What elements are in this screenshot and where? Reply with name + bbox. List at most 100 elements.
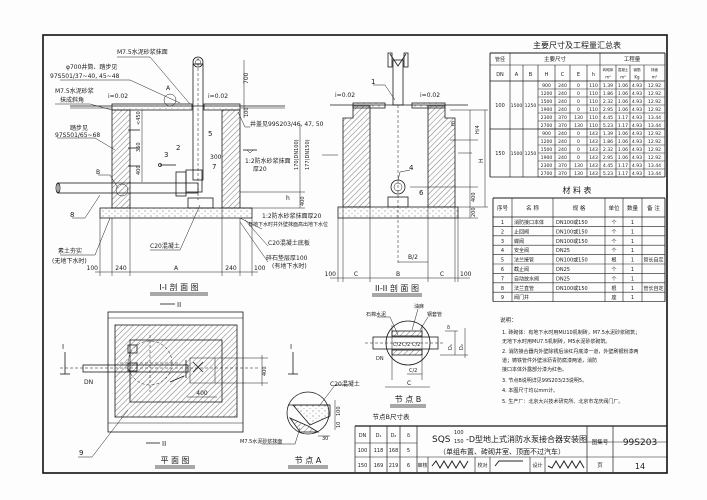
section-1-1: M7.5水泥砂浆抹面 φ700井筒、踏步见 97S501/37~40, 45~4… bbox=[50, 48, 328, 309]
table-cell: 1200 bbox=[541, 139, 553, 145]
dim-c-left: C bbox=[354, 271, 358, 278]
notes: 说明：1. 砖砌体：有地下水时用MU10机制砖，M7.5水泥砂浆砌筑； 无地下水… bbox=[500, 316, 640, 405]
table-cell: 0 bbox=[577, 131, 580, 137]
main-table-title: 主要尺寸及工程量汇总表 bbox=[533, 40, 621, 50]
table-cell: 1.86 bbox=[603, 91, 613, 97]
table-cell: 1.86 bbox=[603, 139, 613, 145]
label-oakum: 油麻 bbox=[414, 303, 424, 310]
table-cell: 1.39 bbox=[603, 131, 613, 137]
node-b-cell: 6 bbox=[407, 463, 410, 469]
dim-100-right: 100 bbox=[254, 265, 266, 272]
qty-column-unit: m³ bbox=[620, 75, 626, 80]
label-slope-right: i=0.02 bbox=[208, 93, 228, 100]
dim-h-quarter: H/4 bbox=[475, 125, 481, 134]
table-cell: 1.39 bbox=[603, 83, 613, 89]
material-cell: 个 bbox=[611, 239, 616, 245]
table-cell: 4.93 bbox=[632, 99, 642, 105]
label-delta: δ bbox=[447, 325, 450, 331]
signature bbox=[494, 460, 523, 467]
check-label: 校对 bbox=[477, 462, 487, 469]
table-cell: 2700 bbox=[541, 171, 553, 177]
material-cell: 9 bbox=[501, 295, 504, 301]
label-steel-sleeve: 钢套管 bbox=[427, 311, 442, 318]
node-b-header: D₁ bbox=[376, 433, 382, 439]
cut-mark-i-left: I bbox=[62, 343, 64, 351]
label-asbestos-cement: 石棉水泥 bbox=[366, 311, 386, 318]
signature bbox=[431, 459, 469, 470]
table-cell: 12.92 bbox=[648, 147, 661, 153]
table-cell: 1500 bbox=[541, 99, 553, 105]
table-cell: 4.93 bbox=[632, 147, 642, 153]
label-slope-left-2: i=0.02 bbox=[335, 92, 355, 99]
material-cell: 1 bbox=[631, 276, 634, 282]
material-cell: 1 bbox=[631, 258, 634, 264]
label-item-5: 5 bbox=[208, 130, 212, 138]
table-cell: 110 bbox=[589, 91, 598, 97]
table-cell: 370 bbox=[558, 171, 567, 177]
table-cell: 4.93 bbox=[632, 131, 642, 137]
table-cell: 2.32 bbox=[603, 147, 613, 153]
qty-column-unit: Kg bbox=[634, 75, 640, 80]
label-steps-ref: 97S501/65~68 bbox=[55, 132, 100, 139]
material-cell: 个 bbox=[611, 276, 616, 282]
table-cell: 143 bbox=[589, 131, 598, 137]
table-cell: 0 bbox=[577, 155, 580, 161]
node-b-cell: 219 bbox=[389, 463, 399, 469]
table-cell: 143 bbox=[589, 171, 598, 177]
title-model-sup: 100 bbox=[454, 430, 464, 436]
note-line: 4. 本图尺寸均以mm计。 bbox=[502, 387, 558, 394]
dim-360: 360 bbox=[136, 142, 142, 152]
material-cell: 4 bbox=[501, 248, 504, 254]
note-line: 道；铸铁管件外壁涂沥青防腐漆两道，消防 bbox=[502, 357, 597, 364]
table-cell: 13.44 bbox=[648, 171, 661, 177]
dim-400-vertical: 400 bbox=[262, 366, 268, 376]
label-steps: 踏步见 bbox=[70, 124, 88, 132]
table-cell: 12.92 bbox=[648, 131, 661, 137]
node-b-cell: 150 bbox=[358, 463, 368, 469]
table-cell: 4.45 bbox=[603, 163, 613, 169]
table-cell: 143 bbox=[589, 155, 598, 161]
table-cell: 1.17 bbox=[618, 115, 628, 121]
label-waterproof-thk: 厚20 bbox=[253, 166, 267, 173]
material-cell-name: 安全阀 bbox=[514, 247, 529, 254]
node-b-cell: 168 bbox=[389, 448, 399, 454]
table-cell: 13.44 bbox=[648, 123, 661, 129]
table-cell: 12.92 bbox=[648, 107, 661, 113]
table-cell: 130 bbox=[574, 123, 583, 129]
dim-170: 170(DN100) bbox=[294, 139, 300, 170]
cell-b: 1250 bbox=[525, 103, 537, 109]
label-node-b-ref: B bbox=[96, 169, 100, 176]
table-cell: 2300 bbox=[541, 115, 553, 121]
table-cell: 2.95 bbox=[603, 155, 613, 161]
table-cell: 1900 bbox=[541, 155, 553, 161]
label-slope-left: i=0.02 bbox=[108, 93, 128, 100]
section-2-2: 1 i=0.02 i=0.02 H/4 E H 4 6 400 200 B/2 … bbox=[322, 52, 488, 297]
table-cell: 110 bbox=[589, 99, 598, 105]
concrete-support bbox=[187, 197, 214, 209]
table-cell: 4.45 bbox=[603, 115, 613, 121]
dim-h: h bbox=[286, 195, 290, 202]
label-node-b-dn: DN bbox=[376, 356, 384, 362]
check-valve bbox=[185, 169, 203, 193]
column-header-A: A bbox=[515, 72, 519, 78]
header-qty-group: 工程量 bbox=[624, 55, 641, 63]
dim-400-2: 400 bbox=[471, 192, 477, 202]
material-cell: 2 bbox=[501, 229, 504, 235]
table-cell: 110 bbox=[589, 115, 598, 121]
table-cell: 2300 bbox=[541, 163, 553, 169]
label-d1: D₁ bbox=[448, 344, 454, 350]
label-c-dim: C bbox=[407, 380, 411, 387]
table-cell: 110 bbox=[589, 83, 598, 89]
material-cell: 座 bbox=[611, 294, 616, 301]
material-cell: 个 bbox=[611, 267, 616, 273]
material-cell: 1 bbox=[501, 220, 504, 226]
table-cell: 1.06 bbox=[618, 83, 628, 89]
material-cell-spec: DN25 bbox=[556, 267, 570, 273]
valve-body bbox=[175, 171, 187, 197]
material-header: 数量 bbox=[627, 204, 639, 212]
material-cell: 个 bbox=[611, 220, 616, 226]
table-cell: 1.06 bbox=[618, 107, 628, 113]
